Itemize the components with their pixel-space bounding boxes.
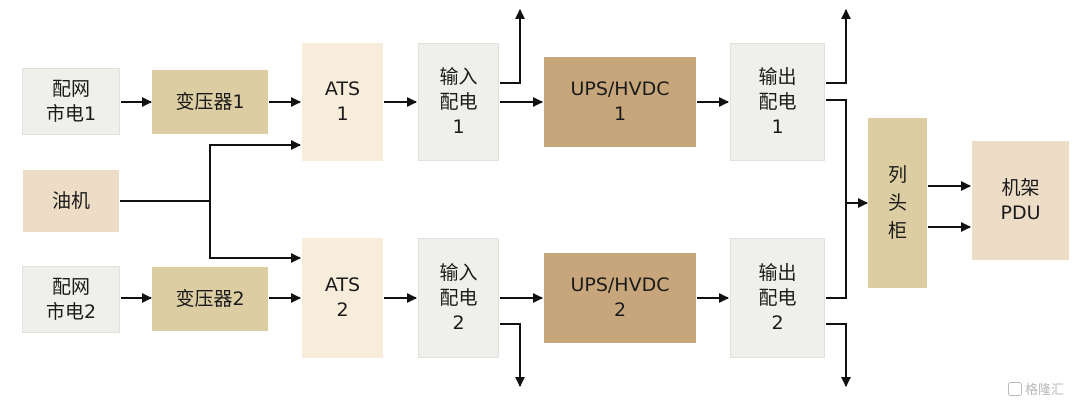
node-grid1: 配网 市电1 bbox=[22, 68, 120, 135]
node-ups1-label: UPS/HVDC 1 bbox=[570, 78, 670, 125]
node-output2-label: 输出 配电 2 bbox=[758, 261, 797, 334]
edge-input1-up bbox=[500, 9, 525, 84]
edge-diesel-ats2 bbox=[209, 201, 301, 263]
edge-output2-down bbox=[826, 323, 851, 387]
node-transformer2-label: 变压器2 bbox=[175, 287, 245, 310]
node-column-cabinet: 列 头 柜 bbox=[868, 118, 927, 288]
node-ups1: UPS/HVDC 1 bbox=[544, 57, 696, 147]
node-ups2: UPS/HVDC 2 bbox=[544, 253, 696, 343]
node-grid1-label: 配网 市电1 bbox=[45, 77, 97, 125]
node-output1: 输出 配电 1 bbox=[730, 43, 825, 161]
edge-diesel-ats1 bbox=[120, 140, 301, 202]
node-ats1: ATS 1 bbox=[302, 43, 383, 161]
node-input2-label: 输入 配电 2 bbox=[439, 261, 478, 334]
node-rack-pdu: 机架 PDU bbox=[972, 141, 1069, 260]
node-diesel-label: 油机 bbox=[51, 189, 90, 212]
watermark-text: 格隆汇 bbox=[1024, 383, 1064, 398]
node-grid2: 配网 市电2 bbox=[22, 266, 120, 333]
node-input1: 输入 配电 1 bbox=[418, 43, 499, 161]
node-input2: 输入 配电 2 bbox=[418, 238, 499, 358]
node-output1-label: 输出 配电 1 bbox=[758, 65, 797, 138]
node-column-cabinet-label: 列 头 柜 bbox=[887, 164, 907, 242]
node-transformer1: 变压器1 bbox=[152, 70, 268, 134]
watermark: 格隆汇 bbox=[1007, 379, 1064, 398]
node-ats2-label: ATS 2 bbox=[324, 274, 361, 321]
node-diesel: 油机 bbox=[23, 170, 119, 232]
node-ats2: ATS 2 bbox=[302, 238, 383, 358]
node-ats1-label: ATS 1 bbox=[324, 78, 361, 125]
node-transformer1-label: 变压器1 bbox=[175, 90, 245, 113]
edge-output1-up bbox=[826, 9, 851, 84]
edge-output1-cabinet bbox=[826, 99, 847, 299]
node-rack-pdu-label: 机架 PDU bbox=[1000, 176, 1041, 224]
node-output2: 输出 配电 2 bbox=[730, 238, 825, 358]
node-ups2-label: UPS/HVDC 2 bbox=[570, 274, 670, 321]
node-input1-label: 输入 配电 1 bbox=[439, 65, 478, 138]
node-transformer2: 变压器2 bbox=[152, 267, 268, 331]
node-grid2-label: 配网 市电2 bbox=[45, 275, 97, 323]
watermark-logo-icon bbox=[1007, 381, 1022, 396]
edge-input2-down bbox=[500, 323, 525, 387]
